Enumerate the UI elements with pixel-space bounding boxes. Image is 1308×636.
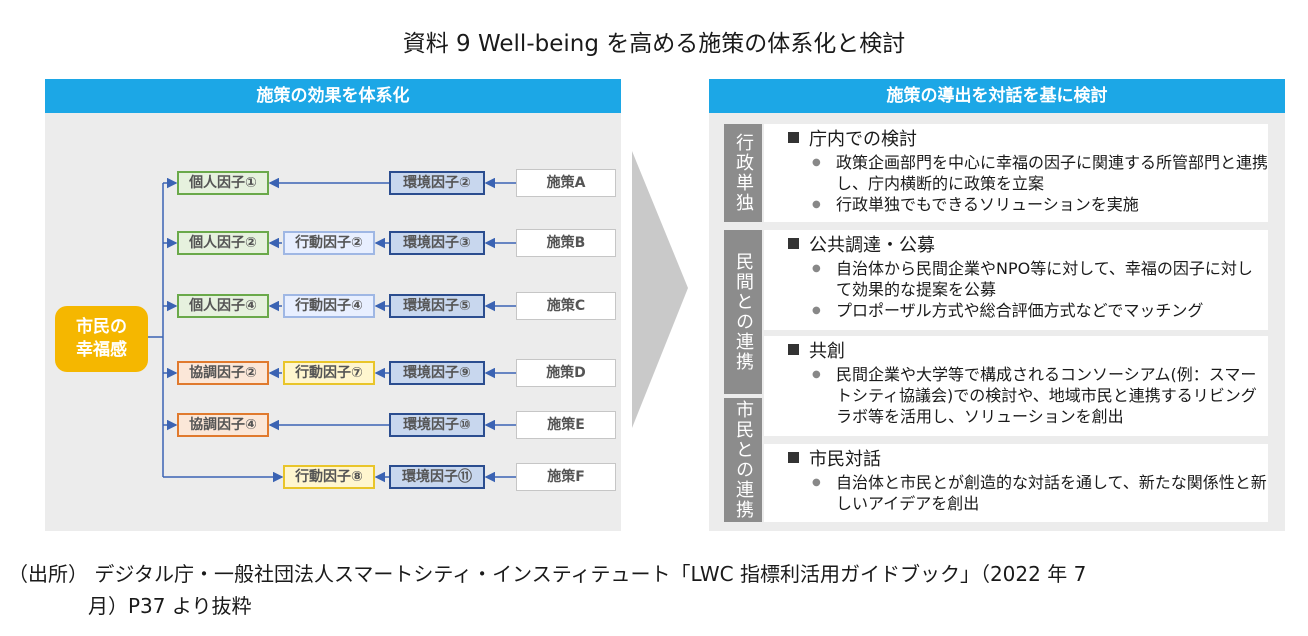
factor-box: 協調因子② bbox=[177, 361, 269, 385]
action-factor-box: 行動因子② bbox=[283, 231, 375, 255]
factor-box: 個人因子② bbox=[177, 231, 269, 255]
action-factor-box: 行動因子⑦ bbox=[283, 361, 375, 385]
env-factor-box: 環境因子⑩ bbox=[389, 413, 485, 437]
square-bullet-icon bbox=[788, 238, 799, 249]
source-note: （出所） デジタル庁・一般社団法人スマートシティ・インスティテュート「LWC 指… bbox=[8, 562, 1087, 618]
env-factor-box: 環境因子② bbox=[389, 171, 485, 195]
policy-box: 施策D bbox=[516, 359, 616, 387]
section-card: 公共調達・公募 自治体から民間企業やNPO等に対して、幸福の因子に対して効果的な… bbox=[764, 230, 1268, 330]
section-card: 共創 民間企業や大学等で構成されるコンソーシアム(例：スマートシティ協議会)での… bbox=[764, 336, 1268, 436]
section-heading: 共創 bbox=[809, 341, 845, 362]
factor-box: 個人因子④ bbox=[177, 294, 269, 318]
category-label-private: 民間との連携 bbox=[724, 230, 762, 394]
section-card: 庁内での検討 政策企画部門を中心に幸福の因子に関連する所管部門と連携し、庁内横断… bbox=[764, 124, 1268, 222]
square-bullet-icon bbox=[788, 452, 799, 463]
factor-box: 個人因子① bbox=[177, 171, 269, 195]
right-panel-header: 施策の導出を対話を基に検討 bbox=[709, 79, 1285, 113]
bullet-item: プロポーザル方式や総合評価方式などでマッチング bbox=[812, 300, 1268, 321]
category-label-admin: 行政単独 bbox=[724, 124, 762, 222]
page-title: 資料 9 Well-being を高める施策の体系化と検討 bbox=[402, 31, 906, 57]
square-bullet-icon bbox=[788, 344, 799, 355]
bullet-item: 民間企業や大学等で構成されるコンソーシアム(例：スマートシティ協議会)での検討や… bbox=[812, 364, 1268, 427]
bullet-item: 自治体から民間企業やNPO等に対して、幸福の因子に対して効果的な提案を公募 bbox=[812, 258, 1268, 300]
env-factor-box: 環境因子⑪ bbox=[389, 465, 485, 489]
section-card: 市民対話 自治体と市民とが創造的な対話を通して、新たな関係性と新しいアイデアを創… bbox=[764, 444, 1268, 522]
bullet-item: 自治体と市民とが創造的な対話を通して、新たな関係性と新しいアイデアを創出 bbox=[812, 472, 1268, 514]
policy-box: 施策F bbox=[516, 463, 616, 491]
env-factor-box: 環境因子③ bbox=[389, 231, 485, 255]
category-label-citizen: 市民との連携 bbox=[724, 398, 762, 522]
policy-box: 施策A bbox=[516, 169, 616, 197]
section-heading: 庁内での検討 bbox=[809, 129, 917, 150]
section-heading: 市民対話 bbox=[809, 449, 881, 470]
policy-box: 施策C bbox=[516, 292, 616, 320]
left-panel-header: 施策の効果を体系化 bbox=[45, 79, 621, 113]
env-factor-box: 環境因子⑤ bbox=[389, 294, 485, 318]
section-heading: 公共調達・公募 bbox=[809, 235, 935, 256]
square-bullet-icon bbox=[788, 132, 799, 143]
env-factor-box: 環境因子⑨ bbox=[389, 361, 485, 385]
citizen-wellbeing-node: 市民の 幸福感 bbox=[55, 306, 148, 372]
policy-box: 施策E bbox=[516, 411, 616, 439]
action-factor-box: 行動因子④ bbox=[283, 294, 375, 318]
bullet-item: 政策企画部門を中心に幸福の因子に関連する所管部門と連携し、庁内横断的に政策を立案 bbox=[812, 152, 1268, 194]
bullet-item: 行政単独でもできるソリューションを実施 bbox=[812, 194, 1268, 215]
factor-box: 協調因子④ bbox=[177, 413, 269, 437]
action-factor-box: 行動因子⑧ bbox=[283, 465, 375, 489]
policy-box: 施策B bbox=[516, 229, 616, 257]
flow-arrow-icon bbox=[632, 151, 688, 428]
